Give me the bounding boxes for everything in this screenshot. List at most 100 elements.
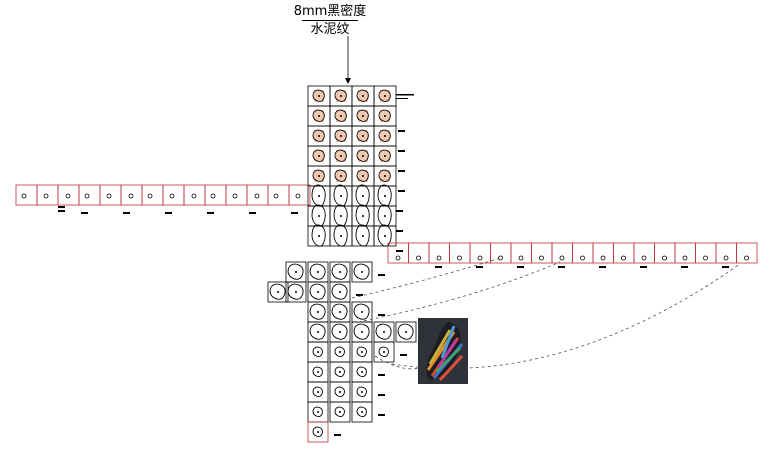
small-mark bbox=[191, 193, 197, 199]
grid-cell bbox=[183, 184, 206, 206]
hole-dot bbox=[340, 195, 342, 197]
hole-dot bbox=[318, 155, 320, 157]
rock-outline-icon bbox=[356, 169, 369, 182]
grid-cell bbox=[141, 184, 164, 206]
dimension-mark bbox=[378, 314, 385, 316]
dimension-mark bbox=[398, 170, 405, 172]
small-mark bbox=[147, 193, 153, 199]
dimension-mark bbox=[599, 266, 606, 268]
grid-cell bbox=[120, 184, 143, 206]
title-line-1: 8mm黑密度 bbox=[293, 4, 367, 19]
grid-cell bbox=[395, 321, 417, 343]
grid-cell bbox=[15, 184, 38, 206]
connector-curve bbox=[357, 261, 561, 323]
dimension-mark bbox=[517, 266, 524, 268]
small-mark bbox=[744, 255, 749, 261]
hole-dot bbox=[361, 271, 363, 273]
hole-dot bbox=[318, 195, 320, 197]
rock-outline-icon bbox=[334, 109, 347, 122]
hole-dot bbox=[383, 331, 385, 333]
small-mark bbox=[477, 255, 483, 261]
small-mark bbox=[436, 255, 442, 261]
hole-dot bbox=[340, 135, 342, 137]
dimension-mark bbox=[640, 266, 647, 268]
rock-outline-icon bbox=[377, 204, 392, 227]
rock-outline-icon bbox=[309, 303, 326, 320]
small-mark bbox=[65, 193, 71, 199]
rock-outline-icon bbox=[312, 149, 325, 162]
rock-outline-icon bbox=[334, 129, 347, 142]
rock-outline-icon bbox=[309, 283, 326, 300]
legend-bar bbox=[396, 98, 408, 99]
hole-dot bbox=[318, 175, 320, 177]
rock-outline-icon bbox=[287, 283, 304, 300]
rock-outline-icon bbox=[378, 346, 389, 357]
rock-outline-icon bbox=[355, 224, 370, 247]
hole-dot bbox=[340, 115, 342, 117]
rock-outline-icon bbox=[356, 149, 369, 162]
rock-outline-icon bbox=[331, 323, 348, 340]
hole-dot bbox=[317, 311, 319, 313]
hole-dot bbox=[362, 95, 364, 97]
small-mark bbox=[295, 193, 301, 199]
grid-cell bbox=[736, 242, 758, 264]
rock-outline-icon bbox=[333, 184, 348, 207]
grid-cell bbox=[78, 184, 101, 206]
hole-dot bbox=[295, 291, 297, 293]
rock-outline-icon bbox=[377, 224, 392, 247]
rock-outline-icon bbox=[334, 169, 347, 182]
rock-outline-icon bbox=[334, 149, 347, 162]
small-mark bbox=[232, 193, 238, 199]
hole-dot bbox=[384, 235, 386, 237]
rock-outline-icon bbox=[356, 386, 367, 397]
rock-outline-icon bbox=[378, 129, 391, 142]
hole-dot bbox=[384, 215, 386, 217]
rock-outline-icon bbox=[378, 149, 391, 162]
small-mark bbox=[84, 193, 90, 199]
grid-cell bbox=[373, 341, 395, 363]
rock-outline-icon bbox=[355, 204, 370, 227]
hole-dot bbox=[362, 195, 364, 197]
dimension-mark bbox=[165, 212, 172, 214]
dimension-mark bbox=[722, 266, 729, 268]
hole-dot bbox=[339, 331, 341, 333]
hole-dot bbox=[317, 411, 319, 413]
hole-dot bbox=[384, 95, 386, 97]
small-mark bbox=[210, 193, 216, 199]
hole-dot bbox=[383, 351, 385, 353]
small-mark bbox=[106, 193, 112, 199]
rock-outline-icon bbox=[334, 386, 345, 397]
dimension-mark bbox=[398, 150, 405, 152]
dimension-mark bbox=[435, 266, 442, 268]
rock-outline-icon bbox=[311, 204, 326, 227]
small-mark bbox=[600, 255, 606, 261]
diagram-title: 8mm黑密度 水泥纹 bbox=[290, 4, 370, 38]
dimension-mark bbox=[396, 230, 403, 232]
dimension-mark bbox=[378, 374, 385, 376]
hole-dot bbox=[361, 371, 363, 373]
rock-outline-icon bbox=[353, 263, 370, 280]
hole-dot bbox=[361, 331, 363, 333]
small-mark bbox=[254, 193, 260, 199]
rock-outline-icon bbox=[356, 129, 369, 142]
dimension-mark bbox=[58, 210, 65, 212]
rock-outline-icon bbox=[331, 263, 348, 280]
rock-outline-icon bbox=[333, 204, 348, 227]
hole-dot bbox=[318, 235, 320, 237]
rock-outline-icon bbox=[353, 323, 370, 340]
hole-dot bbox=[340, 215, 342, 217]
hole-dot bbox=[339, 291, 341, 293]
grid-cell bbox=[329, 401, 351, 423]
small-mark bbox=[457, 255, 462, 261]
rock-outline-icon bbox=[269, 283, 286, 300]
small-mark bbox=[662, 255, 667, 261]
hole-dot bbox=[318, 95, 320, 97]
small-mark bbox=[723, 255, 729, 261]
dimension-mark bbox=[207, 212, 214, 214]
rock-outline-icon bbox=[356, 346, 367, 357]
rock-outline-icon bbox=[312, 129, 325, 142]
grid-cell bbox=[351, 401, 373, 423]
hole-dot bbox=[317, 271, 319, 273]
hole-dot bbox=[317, 431, 319, 433]
